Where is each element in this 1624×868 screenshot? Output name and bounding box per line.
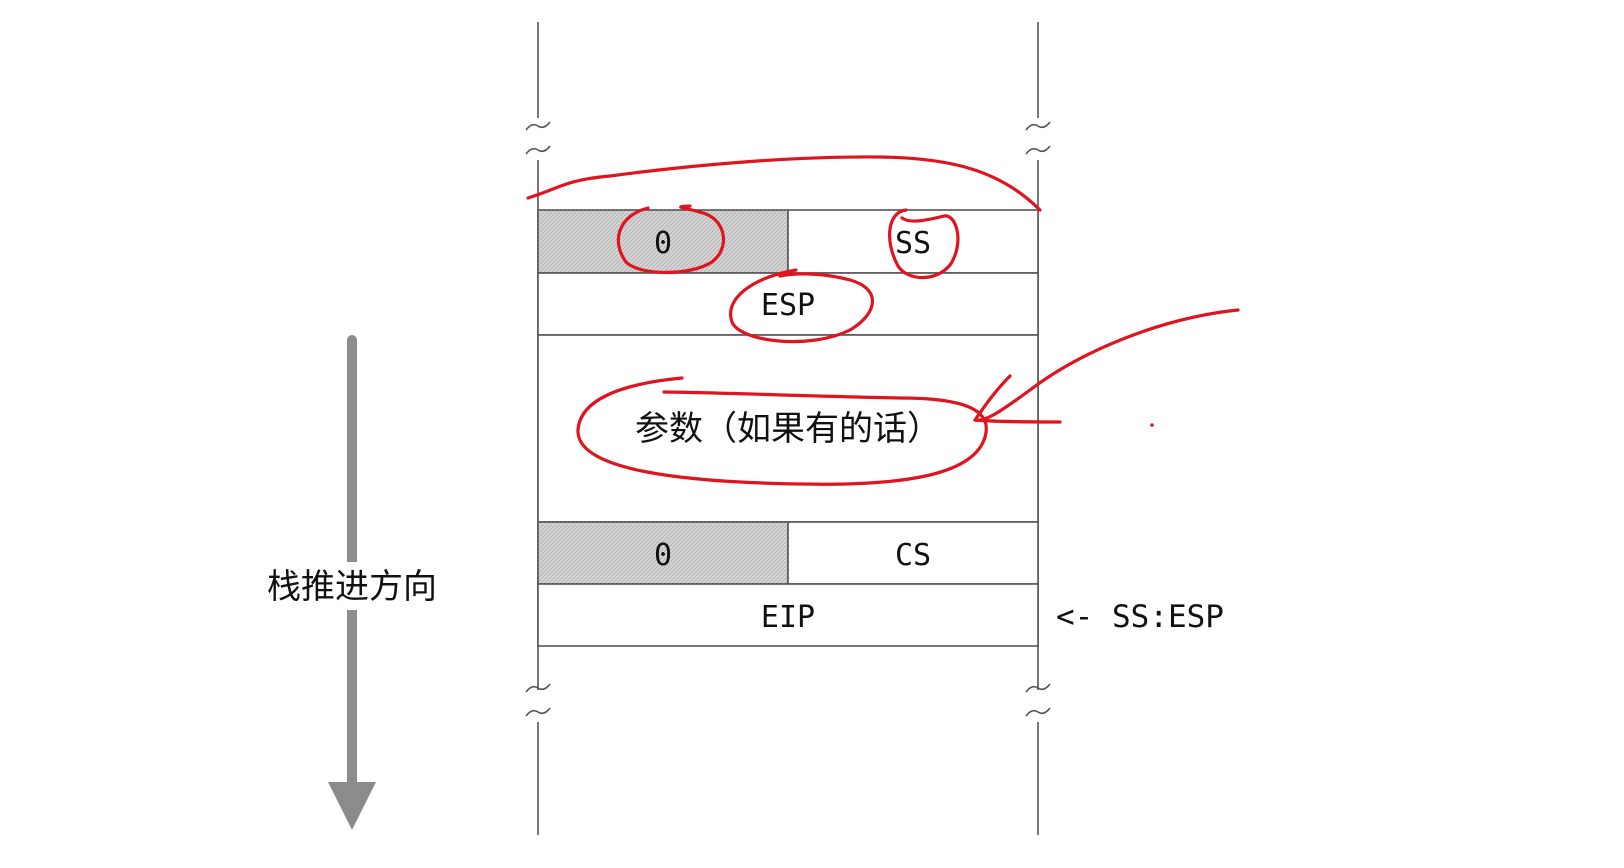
arrow-head-icon	[328, 782, 376, 830]
stack-row-ss: 0 SS	[537, 209, 1039, 274]
break-mark	[525, 121, 551, 131]
red-annotations	[526, 155, 1240, 486]
arrow-curve-annotation	[973, 308, 1240, 422]
stack-row-eip: EIP	[537, 583, 1039, 647]
stack-row-params: 参数（如果有的话）	[537, 334, 1039, 523]
top-bracket-stroke	[526, 155, 1042, 212]
cs-label: CS	[895, 538, 931, 573]
arrow-head-annotation	[973, 374, 1062, 424]
stack-row-cs: 0 CS	[537, 521, 1039, 585]
eip-cell	[537, 583, 1039, 647]
direction-label-background	[250, 562, 454, 610]
circle-zero-annotation	[616, 204, 726, 275]
reserved-zero-label: 0	[654, 226, 672, 261]
circle-ss-annotation	[888, 208, 960, 280]
circle-params-annotation	[576, 376, 988, 486]
break-mark	[525, 707, 551, 717]
params-label: 参数（如果有的话）	[635, 409, 941, 449]
eip-label: EIP	[761, 600, 815, 635]
direction-label: 栈推进方向	[267, 567, 437, 607]
esp-cell	[537, 272, 1039, 336]
cs-cell	[787, 521, 1039, 585]
break-mark	[1025, 145, 1051, 155]
stack-row-esp: ESP	[537, 272, 1039, 336]
circle-esp-annotation	[729, 268, 875, 344]
stack-pointer-label: <- SS:ESP	[1056, 599, 1224, 635]
esp-label: ESP	[761, 288, 815, 323]
break-mark	[525, 145, 551, 155]
annotation-dot	[1150, 423, 1154, 427]
break-mark	[1025, 707, 1051, 717]
params-cell	[537, 334, 1039, 523]
stack-direction-arrow: 栈推进方向	[250, 335, 454, 830]
break-mark	[525, 683, 551, 693]
reserved-zero-label: 0	[654, 538, 672, 573]
break-mark	[1025, 683, 1051, 693]
break-mark	[1025, 121, 1051, 131]
ss-label: SS	[895, 226, 931, 261]
